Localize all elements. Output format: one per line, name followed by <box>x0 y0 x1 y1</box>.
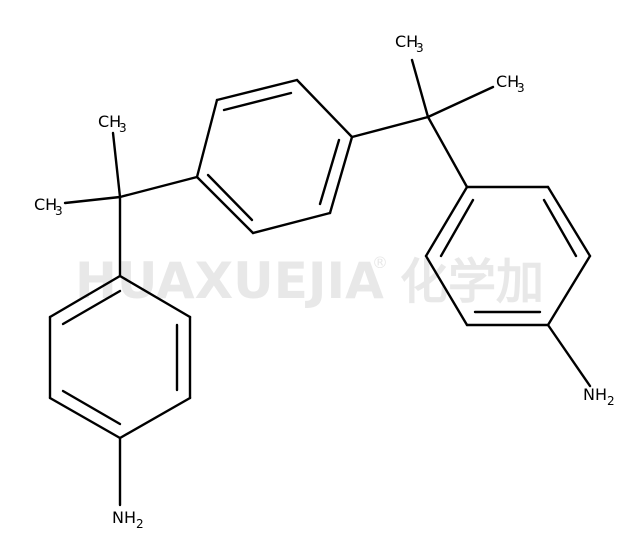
bond <box>118 175 199 199</box>
bond <box>424 185 469 258</box>
bond <box>48 274 122 319</box>
ch3-main: CH <box>496 72 519 91</box>
nh2-label-right: NH 2 <box>583 385 615 408</box>
ch3-main: CH <box>34 195 57 214</box>
nh2-label-bottom: NH 2 <box>112 508 144 531</box>
bond <box>424 254 469 327</box>
nh2-main: NH <box>112 508 136 527</box>
watermark-latin-text: HUAXUEJIA <box>75 252 384 310</box>
bond <box>118 274 192 319</box>
watermark: HUAXUEJIA ® 化学加 <box>75 252 544 310</box>
ch3-subscript: 3 <box>517 81 525 95</box>
watermark-cjk-text: 化学加 <box>400 254 544 310</box>
ch3-label-left-lower: CH 3 <box>34 195 63 218</box>
bond <box>118 396 192 440</box>
methyl-bond <box>111 131 122 199</box>
double-bond-inner <box>222 91 293 112</box>
watermark-registered-mark: ® <box>372 253 388 272</box>
methyl-bond <box>426 85 495 119</box>
ch3-main: CH <box>98 112 121 131</box>
double-bond-inner <box>61 289 122 326</box>
bond <box>426 115 469 189</box>
left-aniline-ring <box>48 274 192 507</box>
bond <box>48 396 122 440</box>
bond <box>328 135 354 215</box>
ch3-label-left-upper: CH 3 <box>98 112 127 135</box>
ch3-label-top-right-lower: CH 3 <box>496 72 525 95</box>
bond <box>546 185 592 258</box>
left-quaternary-carbon <box>63 131 199 278</box>
central-benzene-ring <box>195 78 354 235</box>
bond <box>195 98 219 179</box>
ch3-subscript: 3 <box>119 121 127 135</box>
amine-bond <box>546 323 592 388</box>
right-quaternary-carbon <box>350 58 495 189</box>
ch3-subscript: 3 <box>55 204 63 218</box>
ch3-label-top-right-upper: CH 3 <box>395 32 424 55</box>
nh2-subscript: 2 <box>136 517 144 531</box>
bond <box>546 254 592 327</box>
double-bond-inner <box>542 198 578 258</box>
nh2-subscript: 2 <box>607 394 615 408</box>
methyl-bond <box>410 58 430 119</box>
ch3-main: CH <box>395 32 418 51</box>
bond <box>295 78 354 139</box>
bond <box>195 175 255 235</box>
bond <box>215 78 299 102</box>
nh2-main: NH <box>583 385 607 404</box>
double-bond-inner <box>206 173 254 222</box>
double-bond-inner <box>318 138 341 206</box>
ch3-subscript: 3 <box>416 41 424 55</box>
double-bond-inner <box>61 389 122 426</box>
methyl-bond <box>63 195 122 205</box>
double-bond-inner <box>439 198 475 258</box>
atom-labels: CH 3 CH 3 CH 3 CH 3 NH 2 NH 2 <box>34 32 615 531</box>
bond <box>350 115 430 139</box>
bond <box>251 211 332 235</box>
right-aniline-ring <box>424 185 592 388</box>
